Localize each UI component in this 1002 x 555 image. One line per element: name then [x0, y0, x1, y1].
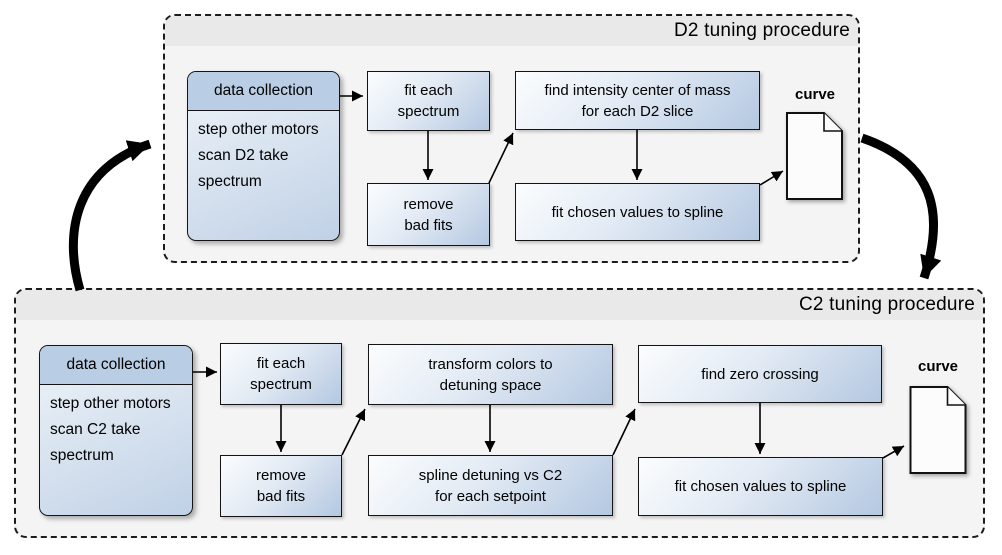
node-label: find zero crossing	[701, 365, 819, 383]
arrow-d2-to-c2	[860, 133, 942, 280]
c2-title: C2 tuning procedure	[799, 294, 975, 315]
d2-data-collection-header: data collection	[188, 72, 339, 111]
node-label: transform colors to	[428, 355, 553, 373]
c2-title-bar: C2 tuning procedure	[16, 290, 983, 320]
node-label: spectrum	[397, 103, 460, 120]
c2-data-collection-title: data collection	[66, 356, 166, 373]
c2-data-collection-header: data collection	[40, 346, 192, 385]
arrow-c2-to-d2	[68, 139, 152, 292]
d2-remove-bad-fits-node: remove bad fits	[367, 183, 490, 246]
c2-fit-each-spectrum-node: fit each spectrum	[220, 343, 342, 405]
d2-title: D2 tuning procedure	[674, 20, 850, 41]
c2-transform-colors-node: transform colors to detuning space	[368, 344, 613, 405]
node-label: find intensity center of mass	[544, 81, 731, 99]
node-label: remove	[403, 195, 454, 213]
c2-curve-document-icon	[909, 386, 967, 474]
node-label: for each setpoint	[435, 487, 546, 505]
c2-data-collection-body: step other motors scan C2 take spectrum	[40, 385, 192, 469]
d2-data-collection-title: data collection	[213, 82, 314, 99]
c2-curve-label: curve	[917, 358, 959, 375]
d2-dc-line-1: step other motors	[198, 121, 319, 138]
d2-dc-line-2: scan D2	[198, 147, 255, 164]
c2-remove-bad-fits-node: remove bad fits	[220, 455, 342, 517]
c2-dc-line-3: take spectrum	[50, 421, 141, 464]
c2-dc-line-1: step other motors	[50, 395, 171, 412]
d2-curve-label: curve	[794, 86, 836, 103]
d2-title-bar: D2 tuning procedure	[165, 16, 858, 46]
node-label: fit each	[404, 82, 453, 99]
node-label: bad fits	[404, 216, 453, 234]
node-label: bad fits	[256, 488, 306, 505]
node-label: fit each	[256, 355, 306, 372]
node-label: fit chosen values to spline	[551, 203, 724, 221]
c2-dc-line-2: scan C2	[50, 421, 107, 438]
c2-spline-detuning-node: spline detuning vs C2 for each setpoint	[368, 455, 613, 516]
node-label: remove	[255, 467, 307, 484]
node-label: fit chosen values to spline	[674, 478, 847, 495]
d2-find-center-of-mass-node: find intensity center of mass for each D…	[515, 71, 760, 130]
d2-fit-each-spectrum-node: fit each spectrum	[367, 71, 490, 131]
d2-dc-line-3: take spectrum	[198, 147, 289, 190]
d2-data-collection-body: step other motors scan D2 take spectrum	[188, 111, 339, 195]
node-label: spectrum	[250, 376, 312, 393]
c2-find-zero-crossing-node: find zero crossing	[638, 345, 882, 403]
d2-data-collection-node: data collection step other motors scan D…	[187, 71, 340, 241]
d2-curve-document-icon	[786, 112, 843, 200]
node-label: for each D2 slice	[581, 102, 694, 120]
node-label: spline detuning vs C2	[418, 466, 563, 484]
c2-data-collection-node: data collection step other motors scan C…	[39, 345, 193, 516]
node-label: detuning space	[439, 376, 542, 394]
d2-fit-values-to-spline-node: fit chosen values to spline	[515, 183, 760, 241]
c2-fit-values-to-spline-node: fit chosen values to spline	[638, 457, 883, 516]
